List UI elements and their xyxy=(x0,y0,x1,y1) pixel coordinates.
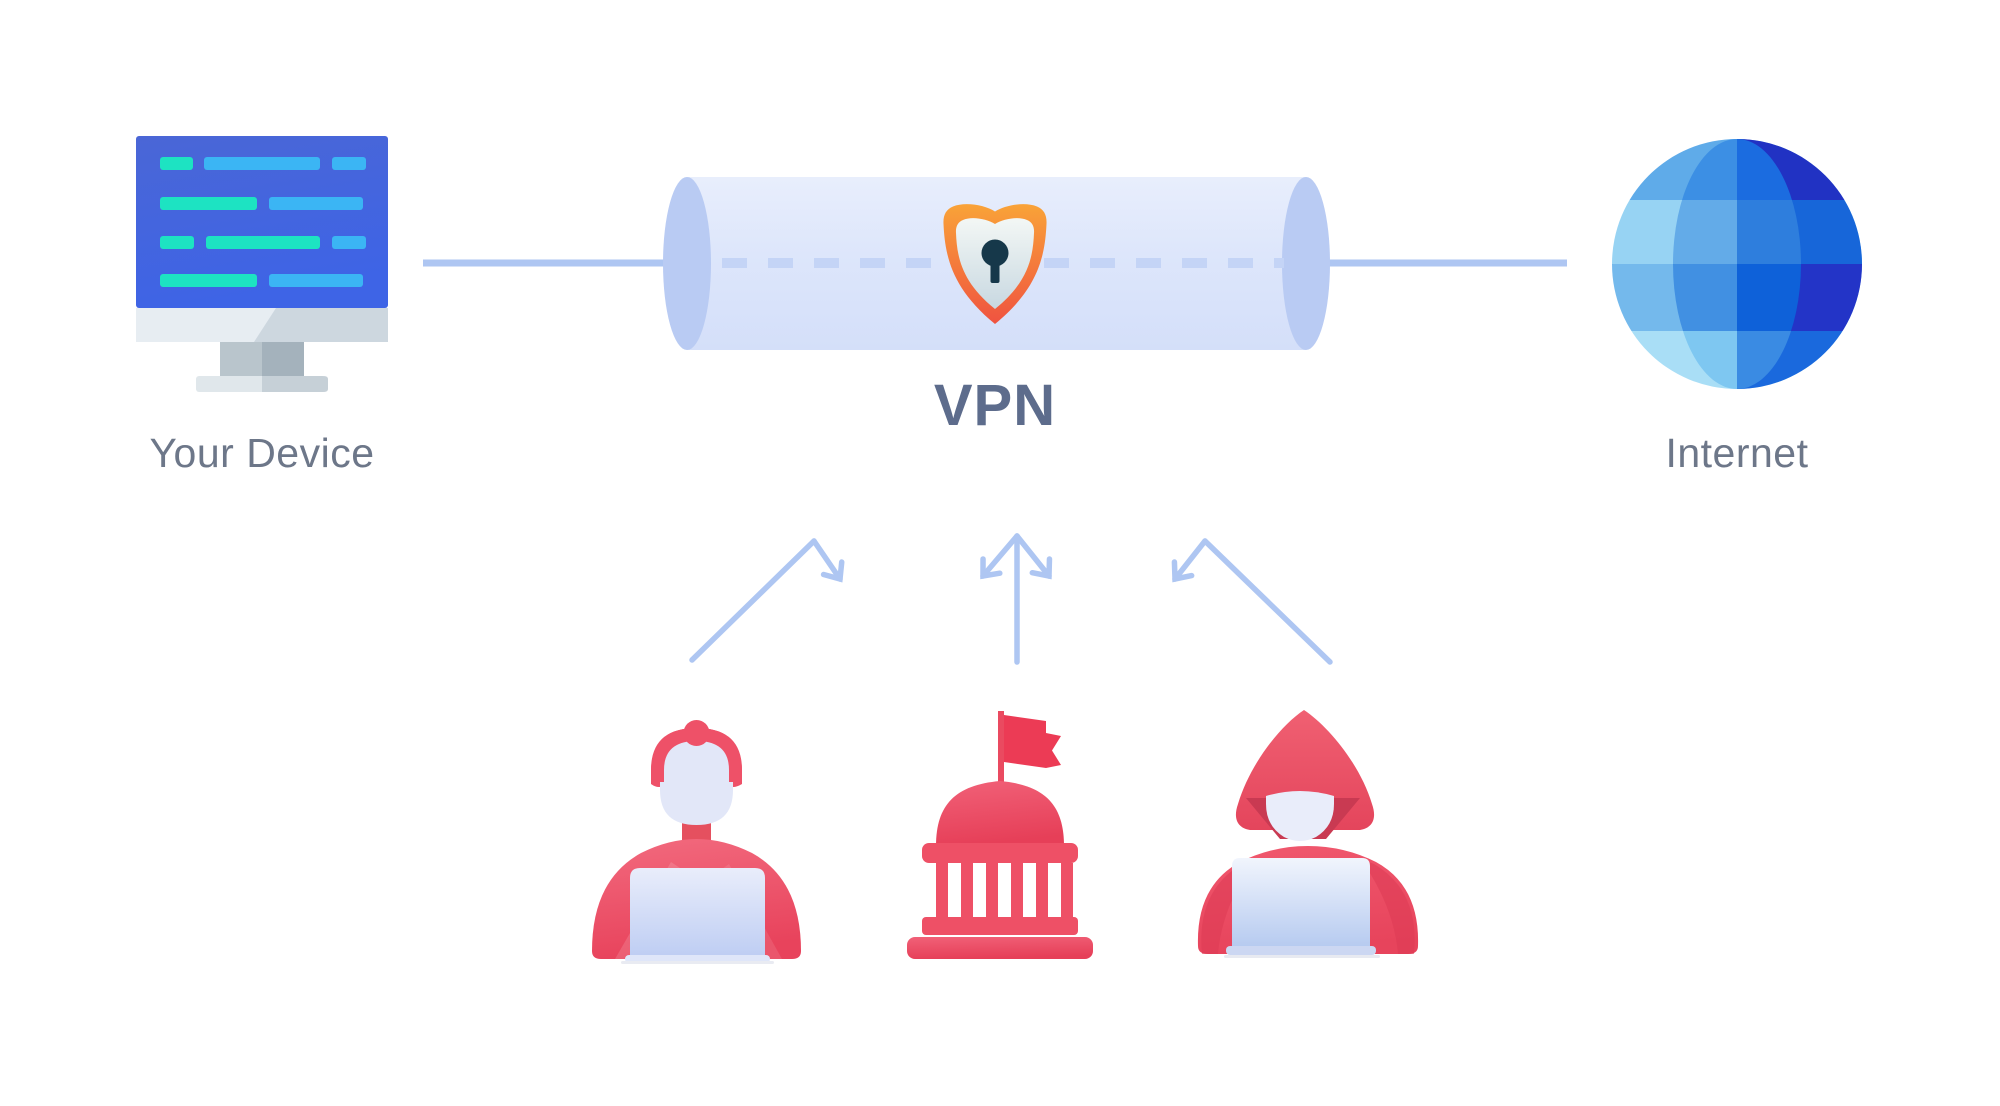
entablature xyxy=(922,843,1078,863)
your-device-label: Your Device xyxy=(149,430,375,476)
hair-rim xyxy=(651,728,742,782)
dome xyxy=(936,781,1064,846)
hair-notch xyxy=(683,720,710,746)
flag xyxy=(1004,715,1061,768)
face xyxy=(660,737,733,825)
code-lines xyxy=(160,157,366,287)
laptop xyxy=(630,868,765,955)
internet-label: Internet xyxy=(1665,430,1809,476)
desktop-monitor-icon xyxy=(136,136,388,392)
laptop xyxy=(1232,858,1370,946)
shadow xyxy=(1224,955,1380,958)
government-building-icon xyxy=(907,711,1093,959)
snooper-with-laptop-icon xyxy=(592,720,801,964)
globe-sphere xyxy=(1612,139,1862,389)
face xyxy=(1266,791,1334,841)
vpn-label: VPN xyxy=(933,373,1057,438)
vpn-tunnel xyxy=(423,177,1567,350)
flag-pole xyxy=(998,711,1004,793)
deflected-arrow-right xyxy=(1171,538,1333,665)
columns xyxy=(936,863,1073,921)
tunnel-cap-left xyxy=(663,177,711,350)
deflected-arrow-middle xyxy=(980,533,1053,665)
monitor-body xyxy=(136,308,388,392)
deflected-arrows xyxy=(689,533,1333,665)
deflected-arrow-left xyxy=(689,538,845,663)
shoulder-shade-right xyxy=(1360,858,1415,954)
laptop-base xyxy=(1226,946,1376,955)
shoulder-shade-left xyxy=(1201,858,1256,954)
tunnel-cap-right xyxy=(1282,177,1330,350)
base xyxy=(907,937,1093,959)
hacker-with-laptop-icon xyxy=(1197,710,1419,958)
globe-icon xyxy=(1612,139,1862,389)
monitor-screen xyxy=(136,136,388,308)
shield-lock-icon xyxy=(943,204,1047,324)
lower-bar xyxy=(922,917,1078,935)
keyhole-icon xyxy=(981,239,1009,283)
shadow xyxy=(621,961,774,964)
